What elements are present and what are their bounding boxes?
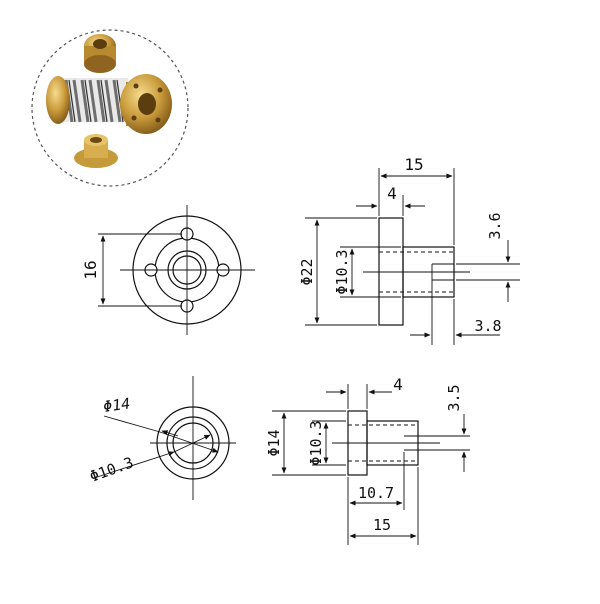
flange-thickness-label-top: 4 bbox=[387, 184, 397, 203]
hole-offset-label-bottom: 3.5 bbox=[445, 384, 463, 411]
hole-offset-label-top: 3.6 bbox=[486, 212, 504, 239]
inner-diameter-label-bottom-front: Φ10.3 bbox=[87, 453, 136, 485]
overall-length-label-top: 15 bbox=[404, 155, 423, 174]
top-front-view: 16 bbox=[81, 205, 255, 335]
bottom-front-view: Φ14 Φ10.3 bbox=[87, 376, 236, 500]
small-brass-nut-icon bbox=[84, 34, 116, 73]
outer-diameter-label-bottom-front: Φ14 bbox=[102, 394, 131, 416]
top-side-view: 15 4 Φ22 Φ10.3 3.6 3.8 bbox=[298, 155, 520, 345]
flanged-brass-nut-icon bbox=[120, 74, 172, 134]
flange-thickness-label-bottom: 4 bbox=[393, 375, 403, 394]
flange-diameter-label-top: Φ22 bbox=[298, 258, 316, 285]
overall-length-label-bottom: 15 bbox=[373, 516, 391, 534]
body-length-label-bottom: 10.7 bbox=[358, 484, 394, 502]
bottom-side-view: 4 Φ14 Φ10.3 3.5 10.7 15 bbox=[265, 375, 470, 545]
hole-offset2-label-top: 3.8 bbox=[474, 317, 501, 335]
bore-diameter-label-bottom: Φ10.3 bbox=[307, 420, 325, 465]
product-photo-inset bbox=[31, 29, 189, 187]
outer-diameter-label-bottom: Φ14 bbox=[265, 429, 283, 456]
bore-diameter-label-top: Φ10.3 bbox=[333, 249, 351, 294]
bolt-circle-dim-label: 16 bbox=[81, 260, 100, 279]
small-flanged-nut-icon bbox=[74, 134, 118, 168]
spring-icon bbox=[62, 78, 128, 123]
